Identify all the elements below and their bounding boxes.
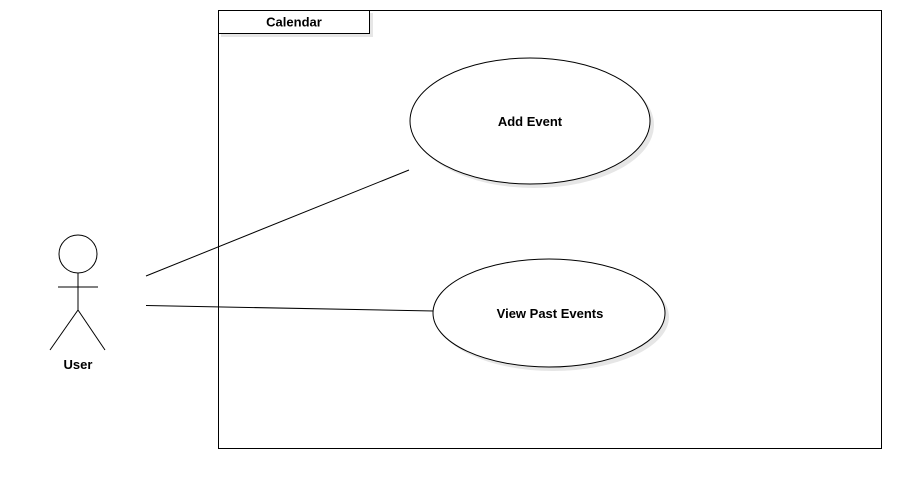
actor-user: User bbox=[49, 234, 106, 372]
system-title-tab bbox=[218, 10, 370, 34]
association-line-add-event bbox=[145, 169, 410, 277]
actor-left-leg bbox=[49, 309, 79, 351]
use-case-view-past-events-ellipse bbox=[432, 258, 666, 368]
actor-name: User bbox=[64, 357, 93, 372]
use-case-add-event-label: Add Event bbox=[498, 114, 563, 129]
use-case-add-event-ellipse bbox=[409, 57, 651, 185]
actor-right-leg bbox=[77, 309, 106, 351]
association-line-view-past-events bbox=[145, 305, 435, 312]
actor-head bbox=[58, 234, 98, 274]
use-case-view-past-events-label: View Past Events bbox=[497, 306, 604, 321]
use-case-add-event: Add Event bbox=[409, 57, 654, 188]
system-title: Calendar bbox=[266, 15, 322, 30]
use-case-view-past-events: View Past Events bbox=[432, 258, 669, 371]
